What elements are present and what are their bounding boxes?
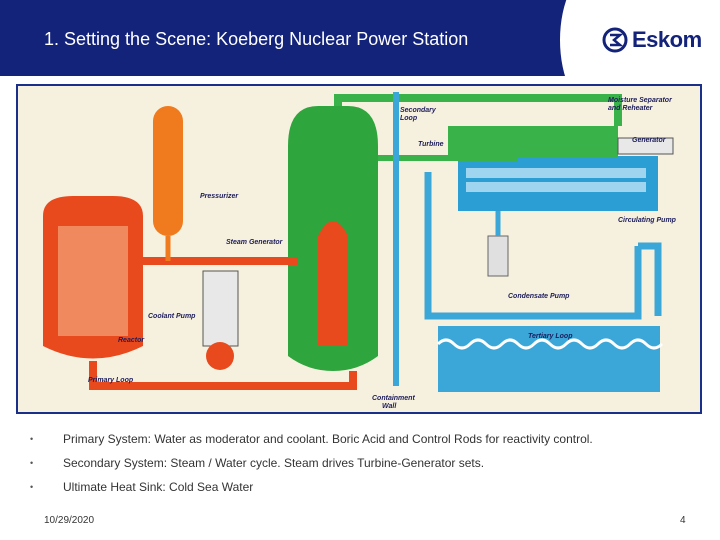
label-condensate-pump: Condensate Pump <box>508 293 570 300</box>
bullet-text: Primary System: Water as moderator and c… <box>63 432 593 446</box>
tertiary-pipe <box>424 172 642 320</box>
label-moisture-separator-2: and Reheater <box>608 105 654 112</box>
label-secondary-loop-1: Secondary <box>400 107 437 114</box>
footer-date: 10/29/2020 <box>44 515 95 526</box>
bullet-text: Ultimate Heat Sink: Cold Sea Water <box>63 480 254 494</box>
label-steam-generator: Steam Generator <box>226 239 284 246</box>
bullet-item: • Secondary System: Steam / Water cycle.… <box>30 456 700 480</box>
bullet-list: • Primary System: Water as moderator and… <box>30 432 700 504</box>
label-coolant-pump: Coolant Pump <box>148 313 196 320</box>
sea-waves <box>436 338 664 350</box>
page-number: 4 <box>680 515 686 526</box>
bullet-text: Secondary System: Steam / Water cycle. S… <box>63 456 485 470</box>
primary-cold-leg <box>89 361 357 390</box>
bullet-dot: • <box>30 482 34 492</box>
diagram-drawing: Secondary Loop Turbine Moisture Separato… <box>43 92 677 410</box>
header-band <box>0 0 590 76</box>
bullet-item: • Primary System: Water as moderator and… <box>30 432 700 456</box>
power-station-diagram: Secondary Loop Turbine Moisture Separato… <box>16 84 702 414</box>
label-reactor: Reactor <box>118 337 145 344</box>
eskom-logo-icon <box>602 27 628 53</box>
slide-title: 1. Setting the Scene: Koeberg Nuclear Po… <box>44 29 469 49</box>
pressurizer <box>153 106 183 236</box>
condenser-tubes <box>466 168 646 178</box>
label-moisture-separator-1: Moisture Separator <box>608 97 673 104</box>
label-circulating-pump: Circulating Pump <box>618 217 677 224</box>
turbine <box>448 126 618 158</box>
label-primary-loop: Primary Loop <box>88 377 134 384</box>
secondary-steam-pipe <box>334 94 622 126</box>
label-turbine: Turbine <box>418 141 444 148</box>
coolant-pump-casing <box>206 342 234 370</box>
label-containment-wall-1: Containment <box>372 395 415 402</box>
sea-water <box>438 326 660 392</box>
label-generator: Generator <box>632 137 667 144</box>
reactor-core <box>58 226 128 336</box>
generator <box>617 137 674 155</box>
bullet-dot: • <box>30 458 34 468</box>
condensate-pump <box>487 235 509 277</box>
bullet-dot: • <box>30 434 34 444</box>
slide-header: 1. Setting the Scene: Koeberg Nuclear Po… <box>0 0 720 110</box>
steam-generator-primary-tubes <box>318 221 348 346</box>
label-pressurizer: Pressurizer <box>200 193 239 200</box>
label-tertiary-loop: Tertiary Loop <box>528 333 573 340</box>
logo-text: Eskom <box>632 27 702 52</box>
label-containment-wall-2: Wall <box>382 403 397 410</box>
bullet-item: • Ultimate Heat Sink: Cold Sea Water <box>30 480 700 504</box>
condenser-tubes-2 <box>466 182 646 192</box>
label-secondary-loop-2: Loop <box>400 115 418 122</box>
tertiary-return-pipe <box>638 242 662 316</box>
eskom-logo: Eskom <box>602 26 702 54</box>
coolant-pump <box>202 270 239 347</box>
